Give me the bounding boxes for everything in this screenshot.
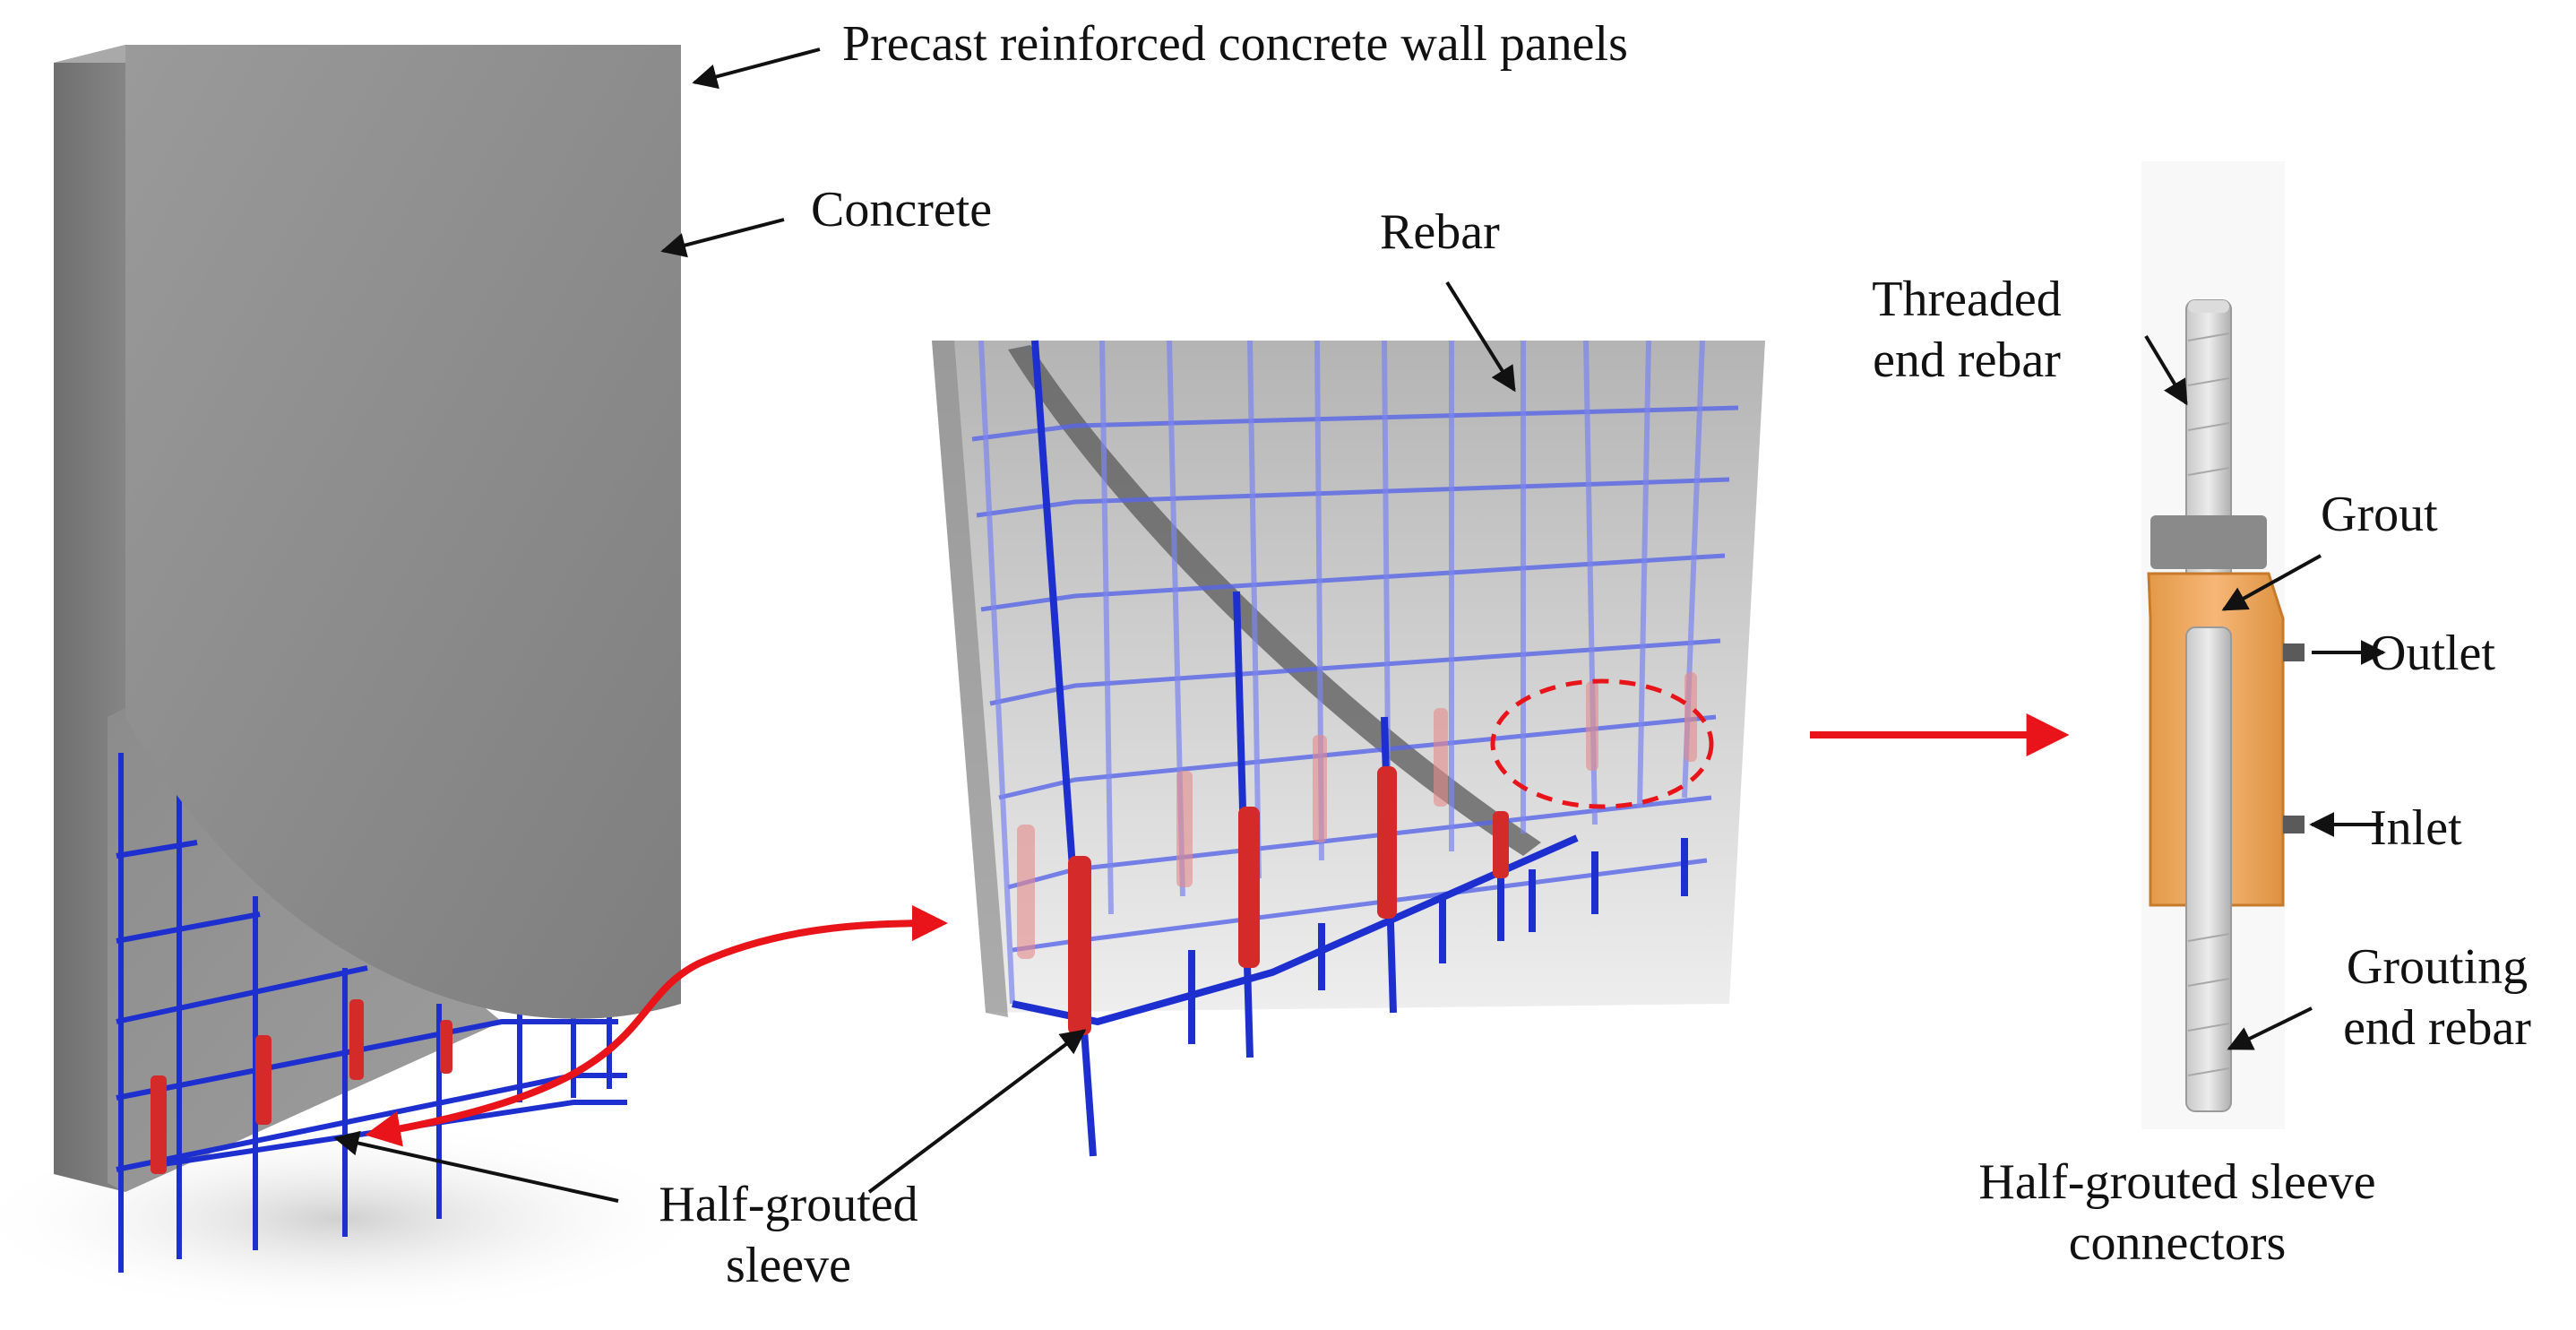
middle-transparent-panel bbox=[932, 340, 1765, 1157]
sleeve-connector-section bbox=[2141, 161, 2305, 1129]
left-wall-panel bbox=[0, 45, 717, 1317]
middle-sleeves bbox=[1068, 766, 1509, 1035]
label-grouting-line2: end rebar bbox=[2343, 1000, 2531, 1057]
grouting-end-rebar bbox=[2185, 626, 2232, 1112]
label-threaded-end-rebar: Threaded end rebar bbox=[1823, 269, 2110, 392]
label-half-grouted-sleeve: Half-grouted sleeve bbox=[618, 1174, 959, 1297]
label-grouting-line1: Grouting bbox=[2346, 939, 2529, 995]
middle-cut-curve bbox=[1008, 345, 1541, 856]
panel-front-face bbox=[125, 45, 681, 1019]
sleeve-nut bbox=[2150, 515, 2267, 569]
label-concrete: Concrete bbox=[811, 182, 993, 238]
label-grouting-end-rebar: Grouting end rebar bbox=[2303, 937, 2572, 1059]
label-connectors-caption: Half-grouted sleeve connectors bbox=[1926, 1152, 2428, 1274]
rebar-top-cap bbox=[2188, 300, 2229, 313]
label-threaded-line1: Threaded bbox=[1872, 272, 2062, 327]
label-inlet: Inlet bbox=[2370, 800, 2462, 856]
label-sleeve-line2: sleeve bbox=[726, 1238, 851, 1294]
label-rebar: Rebar bbox=[1380, 204, 1500, 260]
label-caption-line1: Half-grouted sleeve bbox=[1978, 1154, 2376, 1210]
label-caption-line2: connectors bbox=[2068, 1215, 2287, 1272]
inlet-port bbox=[2283, 816, 2305, 833]
outlet-port bbox=[2283, 643, 2305, 661]
label-grout: Grout bbox=[2321, 487, 2438, 542]
arrow-left-to-middle bbox=[365, 905, 948, 1147]
label-wall-panels: Precast reinforced concrete wall panels bbox=[842, 16, 1628, 72]
label-outlet: Outlet bbox=[2370, 626, 2495, 681]
label-sleeve-line1: Half-grouted bbox=[659, 1177, 918, 1232]
zoom-highlight-ellipse bbox=[1490, 678, 1714, 809]
middle-sleeves-faded bbox=[1017, 672, 1697, 959]
label-threaded-line2: end rebar bbox=[1873, 332, 2061, 389]
leader-lines bbox=[333, 48, 2386, 1203]
